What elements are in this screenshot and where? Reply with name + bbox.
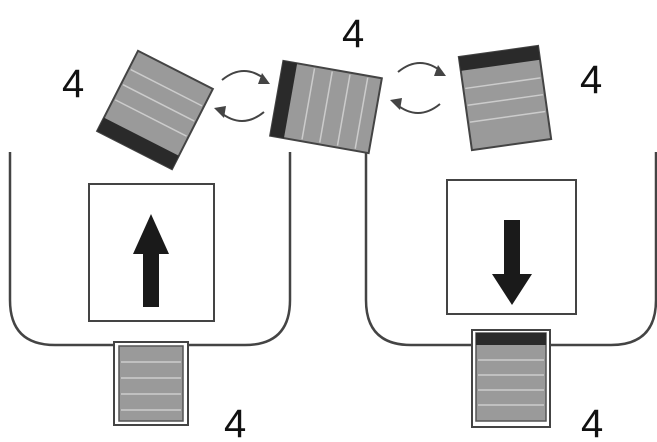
label-top-right: 4 (580, 58, 602, 102)
up-arrow-icon (133, 214, 169, 307)
label-bottom-left: 4 (224, 402, 246, 442)
label-bottom-right: 4 (581, 402, 603, 442)
top-right-tilted-block (457, 44, 553, 152)
label-top-center: 4 (342, 12, 364, 56)
top-left-tilted-block (95, 49, 215, 171)
bottom-right-battery-block (471, 329, 551, 428)
right-container (364, 152, 657, 347)
rotate-arrows-left-icon (214, 70, 270, 122)
down-arrow-icon (492, 220, 532, 305)
rotate-arrows-right-icon (390, 62, 446, 114)
bottom-left-battery-block (113, 341, 189, 426)
left-container (8, 152, 292, 347)
label-top-left: 4 (62, 62, 84, 106)
top-center-tilted-block (269, 59, 383, 155)
